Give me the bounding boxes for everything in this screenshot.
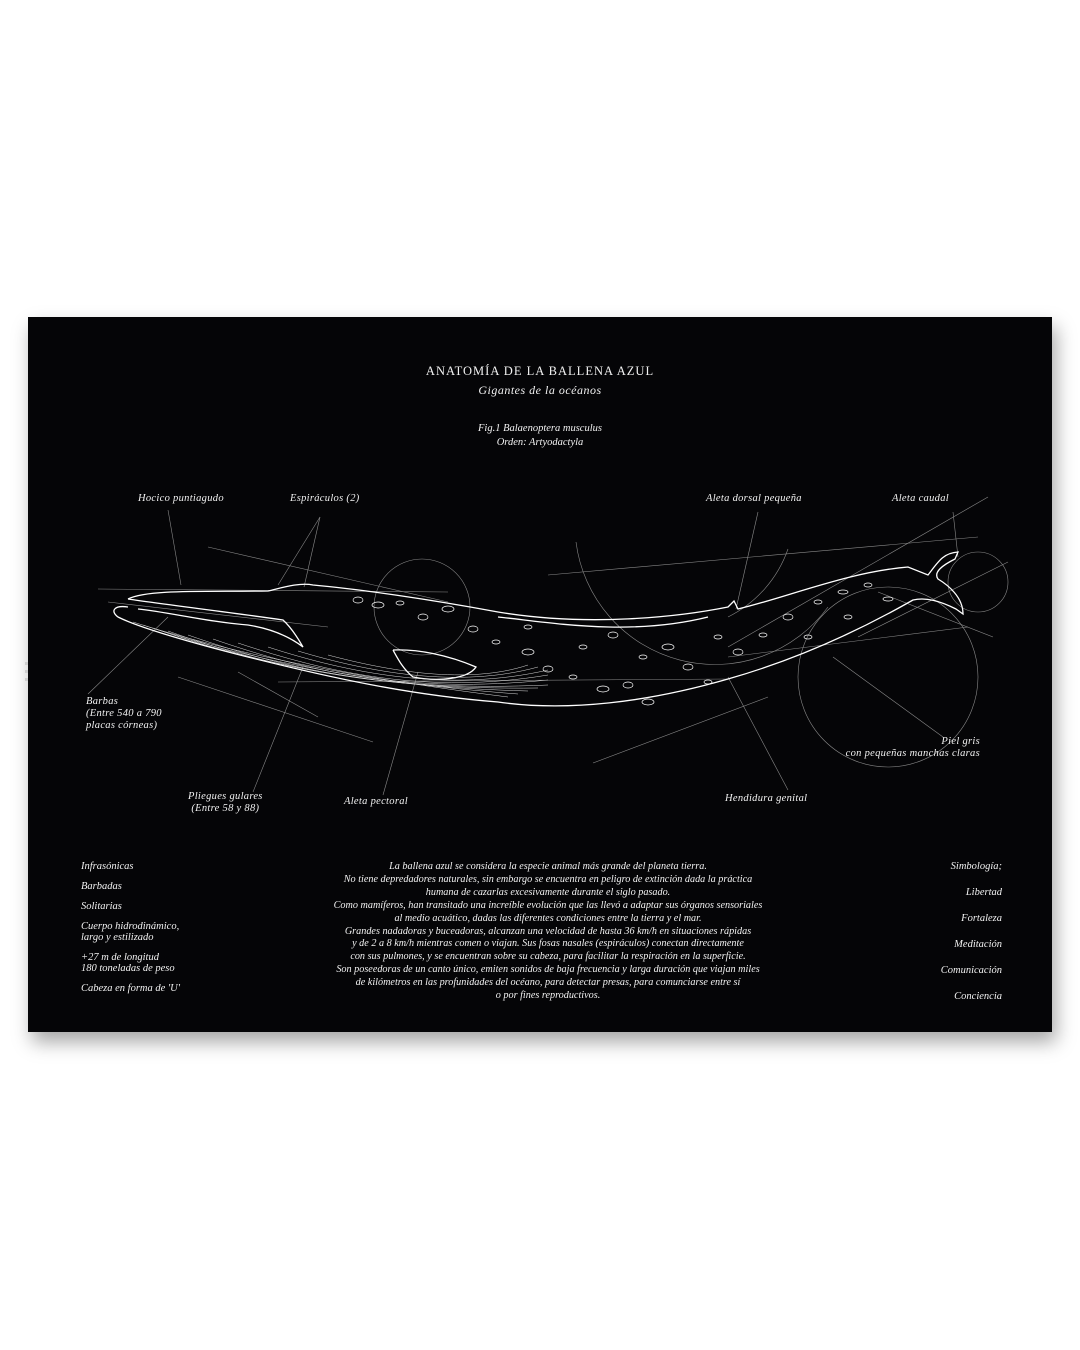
whale-illustration: [87, 496, 1009, 796]
label-espiraculos: Espiráculos (2): [290, 493, 360, 504]
description-line: humana de cazarlas excesivamente durante…: [425, 886, 671, 898]
description-line: y de 2 a 8 km/h mientras comen o viajan.…: [352, 938, 744, 950]
description-line: Son poseedoras de un canto único, emiten…: [336, 964, 760, 976]
label-hendidura: Hendidura genital: [725, 793, 808, 804]
trait-item: Solitarias: [81, 901, 122, 912]
traits-list: Infrasónicas Barbadas Solitarias Cuerpo …: [81, 861, 271, 1003]
symbology-item: Libertad: [965, 887, 1002, 898]
poster-title: ANATOMÍA DE LA BALLENA AZUL: [425, 364, 655, 378]
description-line: La ballena azul se considera la especie …: [389, 861, 707, 872]
description-line: al medio acuático, dadas las diferentes …: [394, 912, 702, 924]
trait-item: Barbadas: [81, 881, 122, 892]
label-aleta-dorsal: Aleta dorsal pequeña: [706, 493, 802, 504]
description-line: Como mamíferos, han transitado una incre…: [333, 899, 763, 911]
trait-item: +27 m de longitud 180 toneladas de peso: [81, 952, 175, 974]
poster-subtitle: Gigantes de la océanos: [478, 383, 602, 397]
symbology-item: Comunicación: [940, 965, 1002, 976]
symbology-list: Simbología; Libertad Fortaleza Meditació…: [941, 861, 1002, 1017]
description-paragraph: La ballena azul se considera la especie …: [278, 861, 818, 1003]
label-pliegues: Pliegues gulares (Entre 58 y 88): [188, 791, 263, 814]
trait-item: Cuerpo hidrodinámico, largo y estilizado: [81, 921, 180, 943]
symbology-item: Fortaleza: [961, 913, 1002, 924]
order-caption: Orden: Artyodactyla: [496, 437, 584, 448]
symbology-item: Meditación: [954, 939, 1002, 950]
symbology-item: Conciencia: [954, 991, 1002, 1002]
description-line: No tiene depredadores naturales, sin emb…: [343, 873, 753, 885]
trait-item: Cabeza en forma de 'U': [81, 983, 180, 994]
description-line: de kilómetros en las profunidades del oc…: [355, 977, 741, 989]
description-line: con sus pulmones, y se encuentran sobre …: [350, 951, 746, 963]
label-barbas: Barbas (Entre 540 a 790 placas córneas): [86, 696, 162, 731]
figure-caption: Fig.1 Balaenoptera musculus: [478, 423, 602, 434]
edge-marks: [25, 662, 28, 686]
label-hocico: Hocico puntiagudo: [138, 493, 224, 504]
whale-anatomy-poster: ANATOMÍA DE LA BALLENA AZUL Gigantes de …: [25, 317, 1052, 1032]
description-line: Grandes nadadoras y buceadoras, alcanzan…: [344, 925, 752, 937]
symbology-heading: Simbología;: [950, 861, 1002, 872]
label-aleta-pectoral: Aleta pectoral: [344, 796, 408, 807]
label-aleta-caudal: Aleta caudal: [892, 493, 949, 504]
trait-item: Infrasónicas: [81, 861, 134, 872]
description-line: o por fines reproductivos.: [495, 990, 601, 1002]
label-piel: Piel gris con pequeñas manchas claras: [845, 736, 980, 759]
